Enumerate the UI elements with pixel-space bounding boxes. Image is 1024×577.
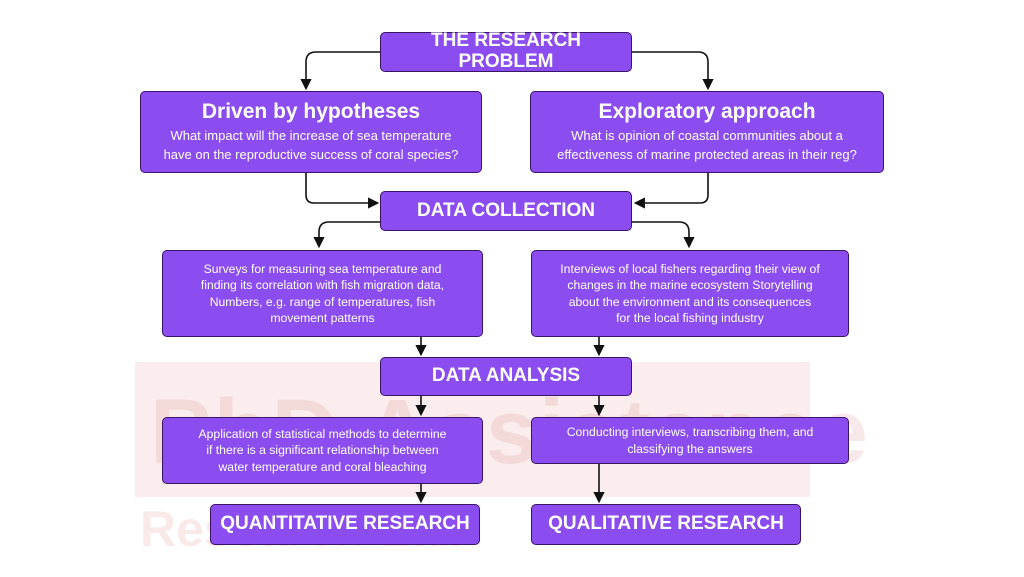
surveys-line-1: Surveys for measuring sea temperature an… — [203, 261, 442, 276]
conducting-line-1: Conducting interviews, transcribing them… — [566, 425, 814, 440]
statistical-line-3: water temperature and coral bleaching — [218, 459, 427, 474]
fisher-interviews-line-3: about the environment and its consequenc… — [568, 294, 812, 309]
hypotheses-box: Driven by hypotheses What impact will th… — [140, 91, 482, 173]
data-collection-label: DATA COLLECTION — [416, 199, 595, 221]
arrow-collection-to-surveys — [313, 221, 380, 249]
qualitative-label: QUALITATIVE RESEARCH — [548, 513, 784, 535]
arrow-problem-to-hypotheses — [300, 51, 380, 91]
quantitative-research-box: QUANTITATIVE RESEARCH — [210, 504, 480, 545]
fisher-interviews-line-2: changes in the marine ecosystem Storytel… — [567, 278, 813, 293]
quantitative-label: QUANTITATIVE RESEARCH — [220, 513, 470, 535]
conducting-interviews-box: Conducting interviews, transcribing them… — [531, 417, 849, 464]
surveys-line-4: movement patterns — [270, 310, 375, 325]
research-problem-box: THE RESEARCH PROBLEM — [380, 30, 632, 72]
fisher-interviews-box: Interviews of local fishers regarding th… — [531, 250, 849, 337]
exploratory-title: Exploratory approach — [598, 100, 816, 124]
surveys-line-3: Numbers, e.g. range of temperatures, fis… — [209, 294, 436, 309]
arrow-hypotheses-to-collection — [305, 173, 380, 209]
fisher-interviews-line-1: Interviews of local fishers regarding th… — [560, 261, 820, 276]
exploratory-box: Exploratory approach What is opinion of … — [530, 91, 884, 173]
research-problem-label: THE RESEARCH PROBLEM — [431, 30, 581, 72]
exploratory-line-1: What is opinion of coastal communities a… — [571, 128, 843, 144]
statistical-line-1: Application of statistical methods to de… — [198, 426, 447, 441]
arrow-problem-to-exploratory — [632, 51, 714, 91]
conducting-line-2: classifying the answers — [627, 441, 753, 456]
fisher-interviews-line-4: for the local fishing industry — [616, 310, 764, 325]
data-analysis-label: DATA ANALYSIS — [431, 365, 581, 387]
hypotheses-title: Driven by hypotheses — [201, 100, 421, 124]
hypotheses-line-2: have on the reproductive success of cora… — [163, 146, 459, 162]
surveys-line-2: finding its correlation with fish migrat… — [200, 278, 445, 293]
qualitative-research-box: QUALITATIVE RESEARCH — [531, 504, 801, 545]
statistical-line-2: if there is a significant relationship b… — [206, 443, 439, 458]
arrow-collection-to-interviews — [632, 221, 695, 249]
statistical-methods-box: Application of statistical methods to de… — [162, 417, 483, 484]
data-collection-box: DATA COLLECTION — [380, 191, 632, 231]
surveys-box: Surveys for measuring sea temperature an… — [162, 250, 483, 337]
data-analysis-box: DATA ANALYSIS — [380, 357, 632, 396]
arrow-exploratory-to-collection — [633, 173, 709, 209]
exploratory-line-2: effectiveness of marine protected areas … — [557, 146, 857, 162]
hypotheses-line-1: What impact will the increase of sea tem… — [170, 128, 452, 144]
